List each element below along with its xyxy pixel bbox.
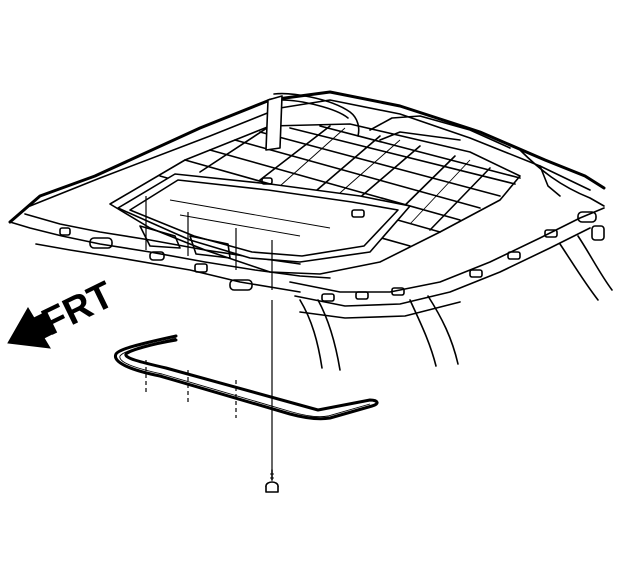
drain-tube [265,92,360,151]
roof-body-structure [8,90,613,371]
leader-lines [145,196,273,470]
sunroof-frame [109,115,521,275]
arrow-left-down-icon [7,307,57,349]
sunroof-seal [114,334,379,421]
bolt-icon [265,469,279,493]
front-direction-indicator: FRT [7,274,121,349]
frt-label: FRT [36,274,121,344]
